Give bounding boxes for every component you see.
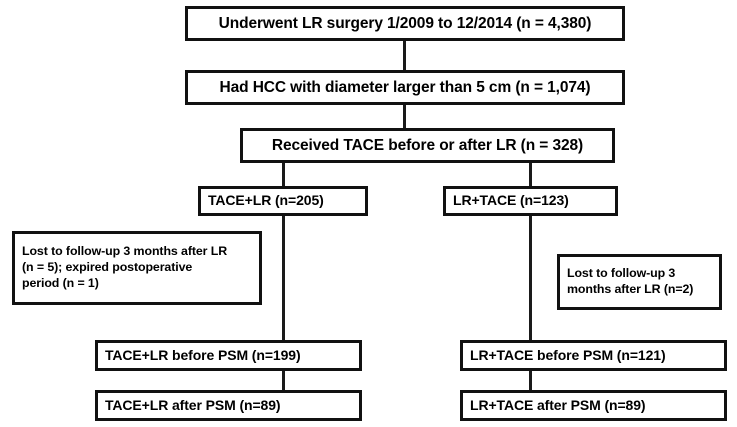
- node-label-tace-lr-before-psm: TACE+LR before PSM (n=199): [105, 346, 301, 363]
- connector-tace-lr-to-before-psm: [282, 215, 285, 341]
- node-underwent-lr-surgery[interactable]: Underwent LR surgery 1/2009 to 12/2014 (…: [185, 6, 625, 41]
- node-label-excluded-left: Lost to follow-up 3 months after LR (n =…: [15, 244, 259, 292]
- node-received-tace[interactable]: Received TACE before or after LR (n = 32…: [240, 128, 615, 163]
- excluded-left-line-3: period (n = 1): [22, 275, 99, 290]
- node-label-received-tace: Received TACE before or after LR (n = 32…: [271, 136, 584, 154]
- node-excluded-left[interactable]: Lost to follow-up 3 months after LR (n =…: [12, 231, 262, 305]
- node-lr-tace-after-psm[interactable]: LR+TACE after PSM (n=89): [460, 390, 727, 421]
- node-label-tace-lr-after-psm: TACE+LR after PSM (n=89): [105, 396, 281, 413]
- node-had-hcc-larger-than-5cm[interactable]: Had HCC with diameter larger than 5 cm (…: [185, 70, 625, 105]
- connector-right-before-to-after-psm: [529, 370, 532, 391]
- connector-tace-to-right-stub: [529, 162, 532, 187]
- connector-hcc-to-tace: [403, 105, 406, 129]
- node-excluded-right[interactable]: Lost to follow-up 3 months after LR (n=2…: [557, 254, 722, 310]
- node-lr-tace-before-psm[interactable]: LR+TACE before PSM (n=121): [460, 340, 727, 371]
- node-tace-plus-lr[interactable]: TACE+LR (n=205): [198, 186, 368, 216]
- connector-tace-to-left-stub: [282, 162, 285, 187]
- excluded-right-line-2: months after LR (n=2): [567, 282, 694, 296]
- node-lr-plus-tace[interactable]: LR+TACE (n=123): [443, 186, 618, 216]
- connector-enrolled-to-hcc: [403, 41, 406, 71]
- excluded-left-line-2: (n = 5); expired postoperative: [22, 260, 193, 275]
- node-label-tace-lr: TACE+LR (n=205): [208, 192, 324, 209]
- node-tace-lr-before-psm[interactable]: TACE+LR before PSM (n=199): [95, 340, 362, 371]
- node-label-lr-tace-after-psm: LR+TACE after PSM (n=89): [470, 396, 646, 413]
- node-label-excluded-right: Lost to follow-up 3 months after LR (n=2…: [560, 266, 719, 298]
- connector-left-before-to-after-psm: [282, 370, 285, 391]
- node-label-enrolled: Underwent LR surgery 1/2009 to 12/2014 (…: [218, 14, 592, 32]
- node-label-lr-tace: LR+TACE (n=123): [453, 192, 569, 209]
- node-label-lr-tace-before-psm: LR+TACE before PSM (n=121): [470, 346, 666, 363]
- excluded-right-line-1: Lost to follow-up 3: [567, 266, 676, 281]
- excluded-left-line-1: Lost to follow-up 3 months after LR: [22, 244, 228, 259]
- connector-lr-tace-to-before-psm: [529, 215, 532, 341]
- node-tace-lr-after-psm[interactable]: TACE+LR after PSM (n=89): [95, 390, 362, 421]
- node-label-hcc: Had HCC with diameter larger than 5 cm (…: [219, 78, 591, 96]
